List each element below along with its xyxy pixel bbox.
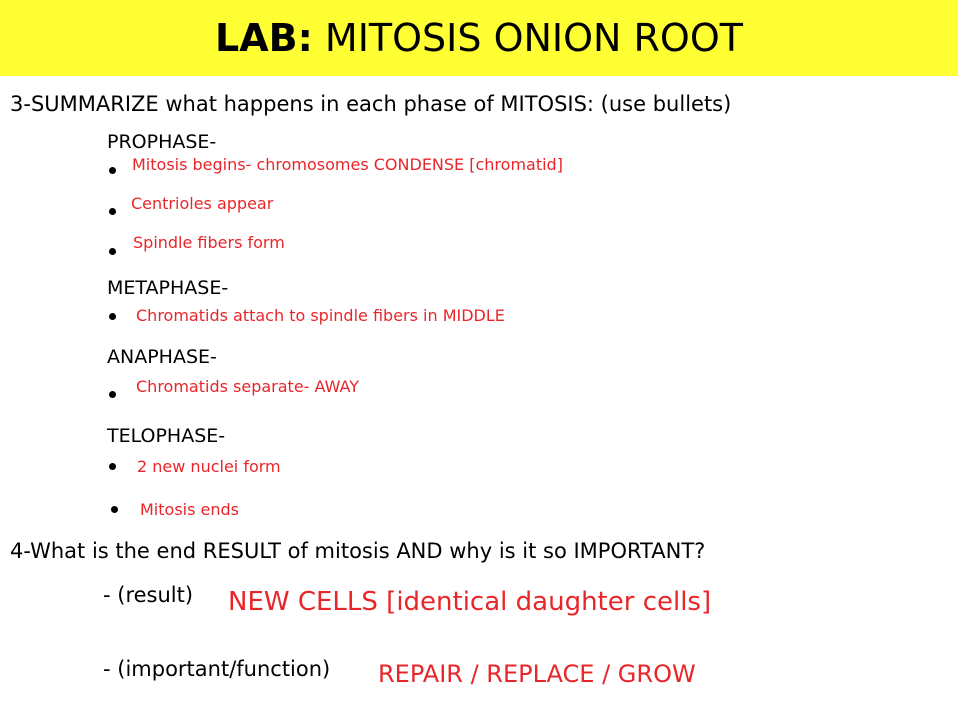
bullet-icon	[109, 167, 116, 174]
telophase-bullet-2: Mitosis ends	[140, 500, 239, 519]
metaphase-bullet-1: Chromatids attach to spindle fibers in M…	[136, 306, 505, 325]
question-4: 4-What is the end RESULT of mitosis AND …	[10, 539, 706, 563]
bullet-icon	[109, 313, 116, 320]
page-title: LAB: MITOSIS ONION ROOT	[0, 14, 958, 62]
title-bold: LAB:	[215, 16, 313, 60]
bullet-icon	[109, 463, 116, 470]
anaphase-label: ANAPHASE-	[107, 346, 217, 368]
bullet-icon	[109, 248, 116, 255]
telophase-bullet-1: 2 new nuclei form	[137, 457, 281, 476]
bullet-icon	[111, 506, 118, 513]
prophase-bullet-3: Spindle fibers form	[133, 233, 285, 252]
question-3: 3-SUMMARIZE what happens in each phase o…	[10, 92, 732, 116]
result-label: - (result)	[103, 583, 194, 607]
bullet-icon	[109, 391, 116, 398]
prophase-label: PROPHASE-	[107, 131, 217, 153]
bullet-icon	[109, 208, 116, 215]
metaphase-label: METAPHASE-	[107, 277, 229, 299]
important-answer: REPAIR / REPLACE / GROW	[378, 660, 696, 688]
title-rest: MITOSIS ONION ROOT	[324, 16, 743, 60]
telophase-label: TELOPHASE-	[107, 425, 226, 447]
title-banner	[0, 0, 958, 76]
prophase-bullet-1: Mitosis begins- chromosomes CONDENSE [ch…	[132, 155, 563, 174]
result-answer: NEW CELLS [identical daughter cells]	[228, 587, 712, 617]
prophase-bullet-2: Centrioles appear	[131, 194, 274, 213]
important-label: - (important/function)	[103, 657, 331, 681]
anaphase-bullet-1: Chromatids separate- AWAY	[136, 377, 360, 396]
